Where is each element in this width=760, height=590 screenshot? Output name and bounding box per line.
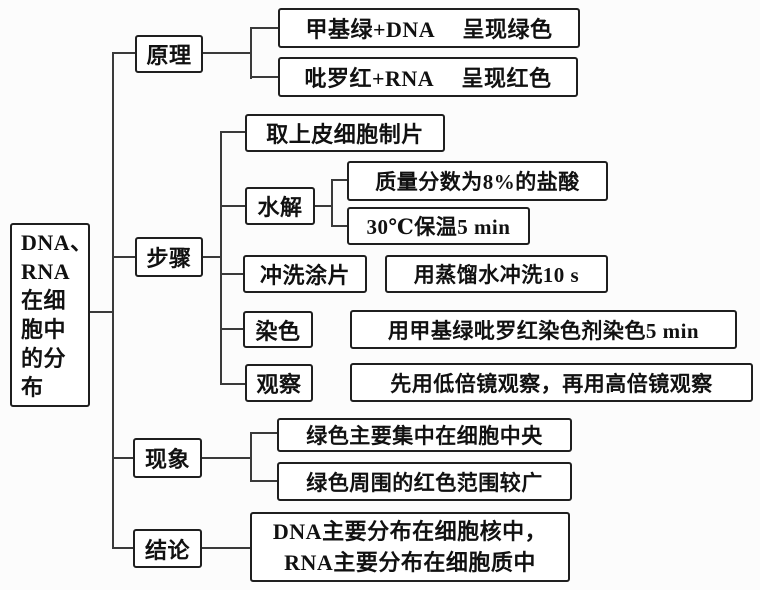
- principle-bracket-line: [250, 27, 252, 79]
- phenomenon-connector-line: [112, 457, 135, 459]
- steps-bracket-stem: [203, 256, 222, 258]
- principle-bracket-stem: [203, 52, 252, 54]
- branch-conclusion-box: 结论: [133, 529, 202, 568]
- phenomenon-item1-stub: [250, 432, 278, 434]
- step1-stub: [220, 131, 246, 133]
- phenomenon-bracket-stem: [202, 457, 252, 459]
- step5-detail-box: 先用低倍镜观察，再用高倍镜观察: [350, 363, 753, 402]
- branch-steps-box: 步骤: [135, 237, 203, 277]
- step4-label: 染色: [255, 318, 301, 344]
- steps-bracket-line: [220, 131, 222, 385]
- principle-item1-box: 甲基绿+DNA 呈现绿色: [278, 8, 580, 48]
- phenomenon-bracket-line: [250, 432, 252, 482]
- step3-stub: [220, 273, 244, 275]
- phenomenon-item2-text: 绿色周围的红色范围较广: [306, 470, 543, 495]
- step3-label-box: 冲洗涂片: [243, 255, 367, 293]
- hydrolysis-bracket-line: [331, 179, 333, 227]
- step4-detail-text: 用甲基绿吡罗红染色剂染色5 min: [387, 318, 700, 343]
- principle-item1-stub: [250, 27, 279, 29]
- branch-steps-label: 步骤: [146, 246, 192, 271]
- step5-stub: [220, 383, 246, 385]
- hydrolysis-item1-stub: [331, 179, 348, 181]
- step2-label: 水解: [257, 195, 303, 220]
- step2-item2-box: 30℃保温5 min: [347, 207, 530, 245]
- branch-principle-box: 原理: [135, 35, 203, 73]
- step1-box: 取上皮细胞制片: [245, 114, 445, 152]
- step4-label-box: 染色: [243, 311, 313, 348]
- step5-label: 观察: [256, 372, 302, 397]
- step2-item1-box: 质量分数为8%的盐酸: [347, 161, 608, 201]
- conclusion-detail-text: DNA主要分布在细胞核中， RNA主要分布在细胞质中: [272, 519, 548, 575]
- step3-detail-text: 用蒸馏水冲洗10 s: [413, 263, 580, 287]
- conclusion-connector-line: [112, 547, 135, 549]
- step3-label: 冲洗涂片: [259, 263, 350, 288]
- step5-detail-text: 先用低倍镜观察，再用高倍镜观察: [390, 371, 713, 396]
- step1-text: 取上皮细胞制片: [266, 122, 424, 147]
- phenomenon-item1-text: 绿色主要集中在细胞中央: [306, 424, 543, 448]
- root-connector-line: [89, 311, 113, 313]
- conclusion-detail-stub: [202, 547, 251, 549]
- step2-label-box: 水解: [245, 187, 315, 225]
- root-topic-label: DNA、 RNA 在细 胞中 的分 布: [21, 230, 93, 400]
- step3-detail-box: 用蒸馏水冲洗10 s: [385, 255, 608, 293]
- principle-item1-text: 甲基绿+DNA 呈现绿色: [305, 17, 553, 42]
- step4-stub: [220, 328, 244, 330]
- phenomenon-item2-box: 绿色周围的红色范围较广: [277, 462, 572, 501]
- conclusion-detail-box: DNA主要分布在细胞核中， RNA主要分布在细胞质中: [250, 512, 570, 582]
- principle-item2-stub: [250, 76, 279, 78]
- step5-label-box: 观察: [245, 364, 313, 402]
- phenomenon-item2-stub: [250, 480, 278, 482]
- hydrolysis-item2-stub: [331, 225, 348, 227]
- steps-connector-line: [112, 256, 136, 258]
- branch-phenomenon-box: 现象: [133, 438, 202, 478]
- hydrolysis-bracket-stem: [315, 205, 333, 207]
- principle-item2-text: 吡罗红+RNA 呈现红色: [304, 66, 552, 91]
- step2-item1-text: 质量分数为8%的盐酸: [375, 170, 580, 194]
- branch-conclusion-label: 结论: [144, 537, 190, 563]
- phenomenon-item1-box: 绿色主要集中在细胞中央: [277, 418, 572, 452]
- principle-connector-line: [112, 52, 136, 54]
- root-topic-box: DNA、 RNA 在细 胞中 的分 布: [10, 223, 93, 407]
- branch-phenomenon-label: 现象: [144, 447, 190, 472]
- trunk-line: [112, 52, 114, 549]
- principle-item2-box: 吡罗红+RNA 呈现红色: [278, 57, 578, 97]
- step2-item2-text: 30℃保温5 min: [366, 215, 511, 239]
- branch-principle-label: 原理: [146, 43, 192, 68]
- step4-detail-box: 用甲基绿吡罗红染色剂染色5 min: [350, 310, 737, 349]
- step2-stub: [220, 205, 246, 207]
